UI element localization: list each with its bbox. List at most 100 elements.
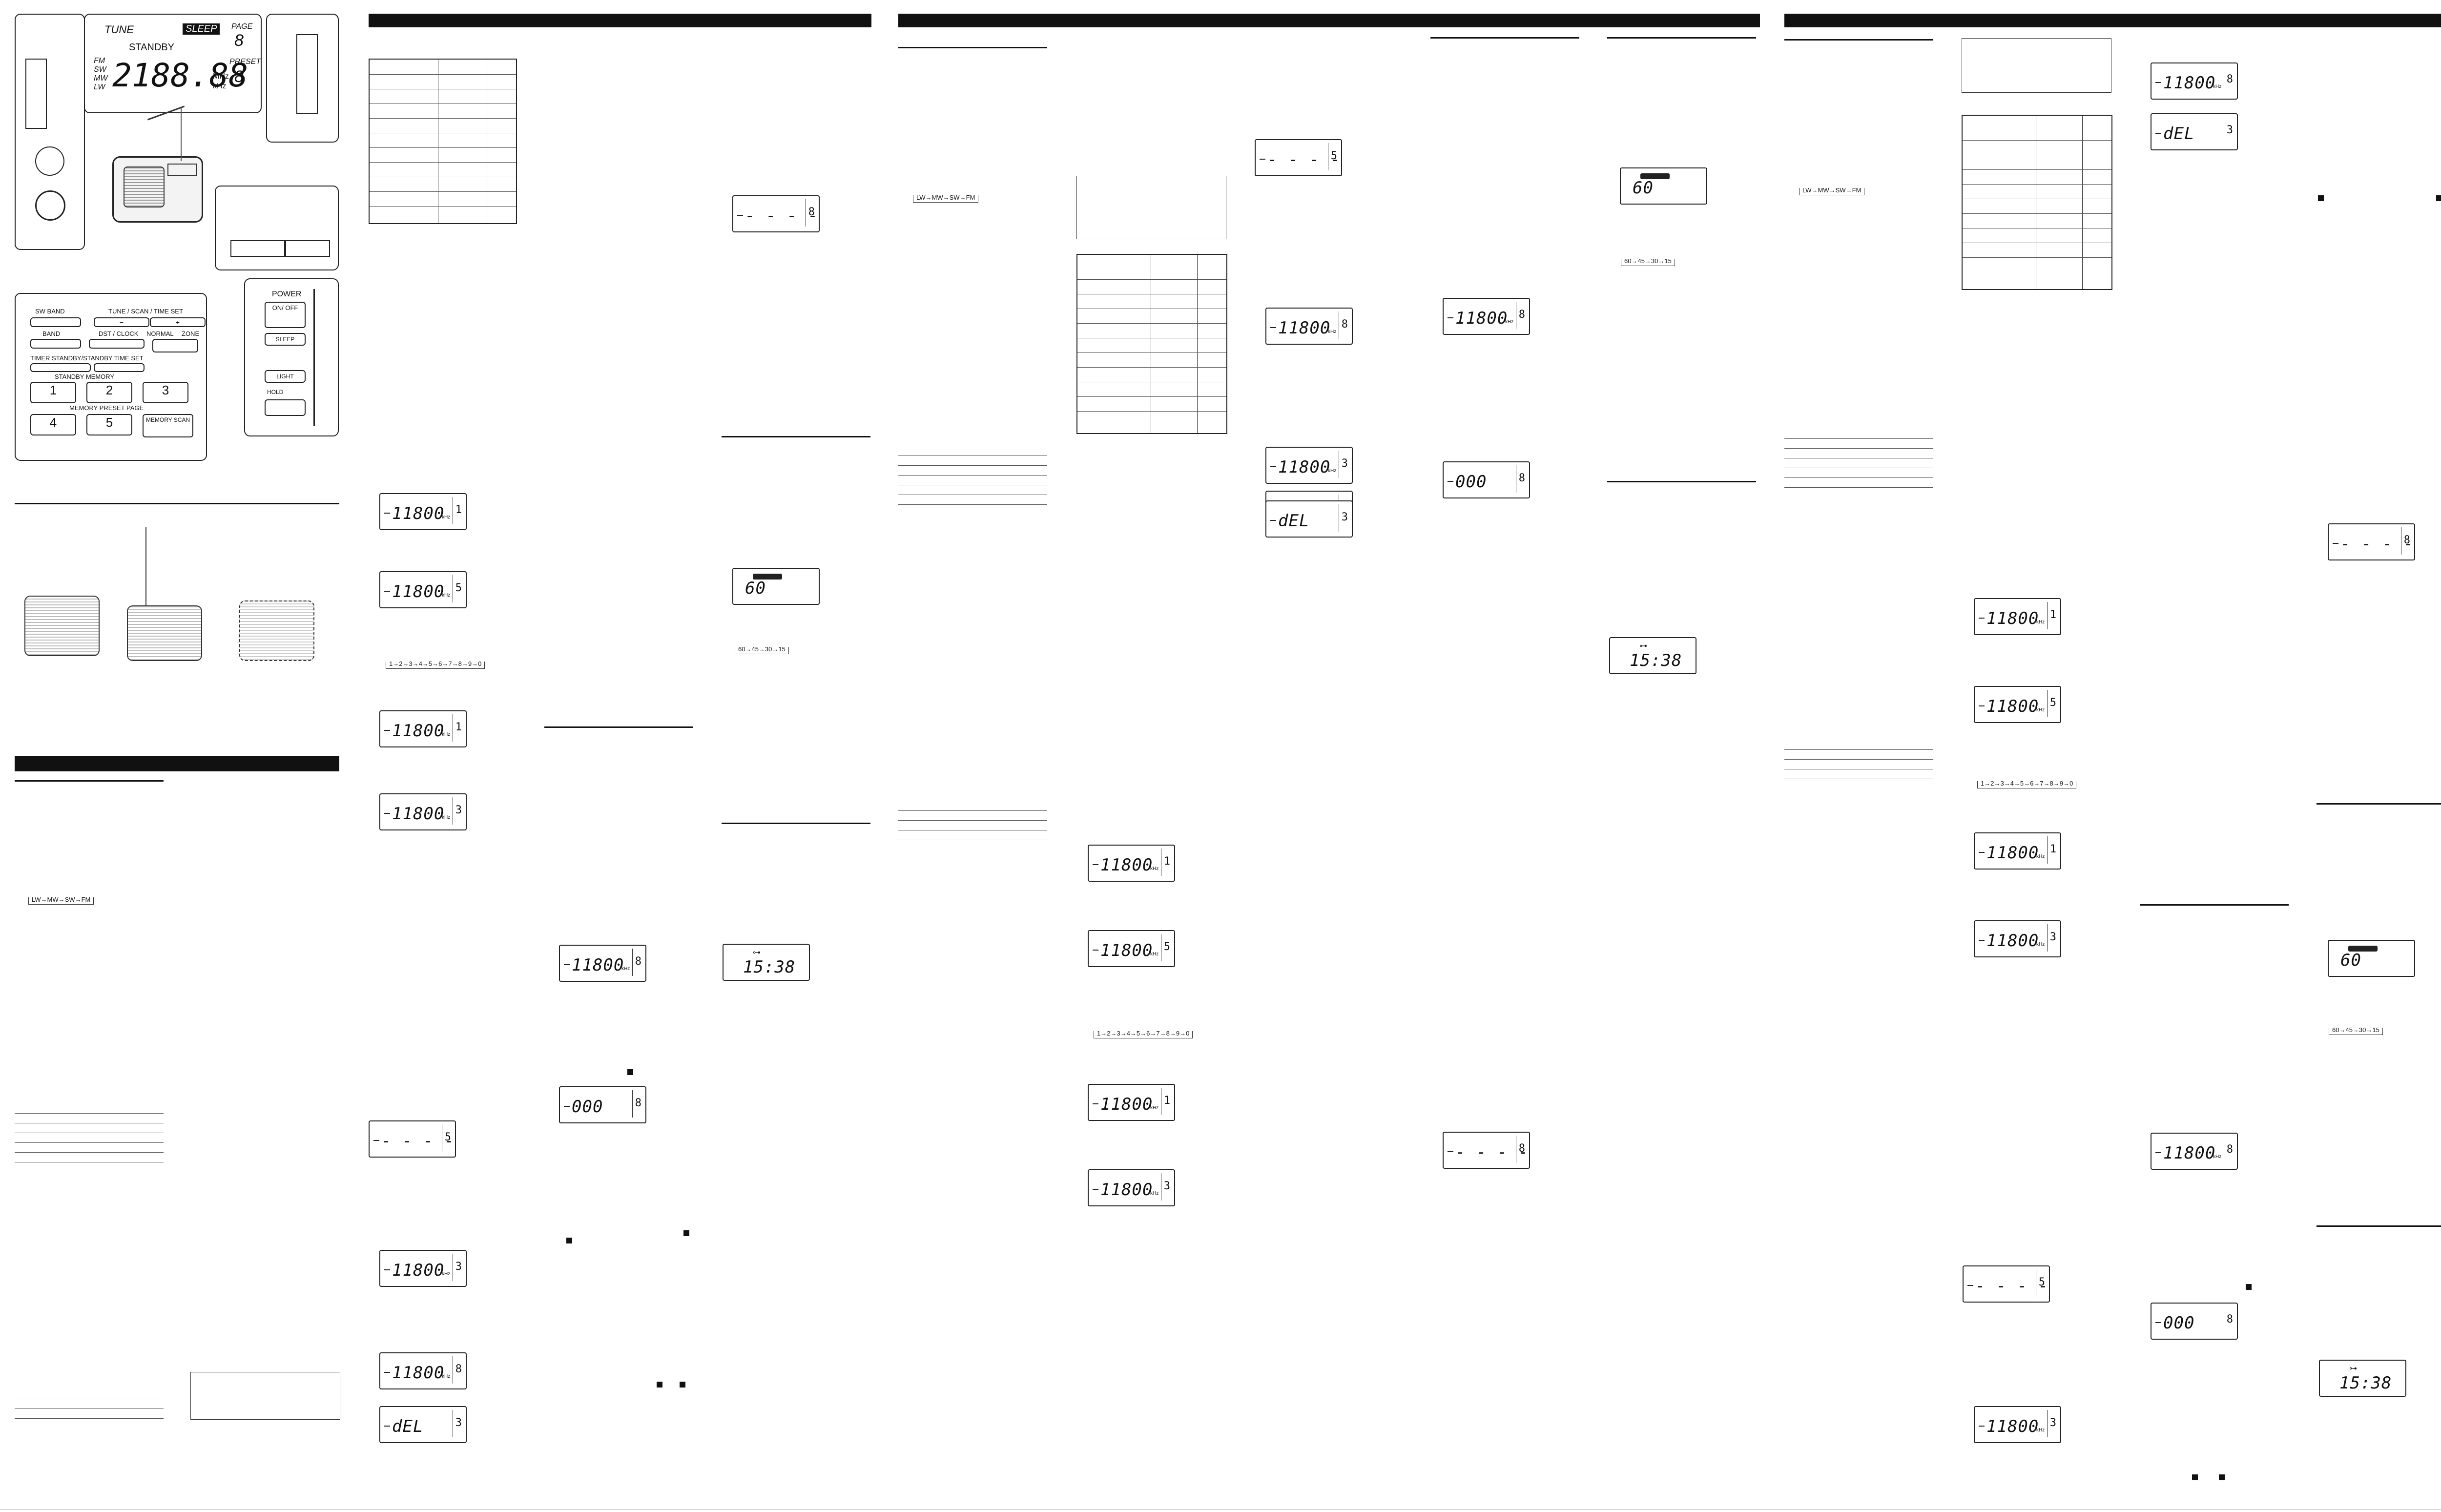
sleep-sequence: 60→45→30→15 xyxy=(735,646,789,654)
lcd-dashes-6: - - - -8 xyxy=(2328,523,2415,560)
band-sequence: LW→MW→SW→FM xyxy=(28,896,94,905)
hold-label: HOLD xyxy=(267,389,284,395)
sleep-label: SLEEP xyxy=(183,23,220,35)
lcd-dashes-3: - - - -5 xyxy=(1255,139,1342,176)
band-lw: LW xyxy=(94,83,105,91)
side-jacks-callout xyxy=(15,14,85,250)
side-switch-callout xyxy=(266,14,339,143)
preset-5-button[interactable]: 5 xyxy=(86,414,132,435)
preset-4-button[interactable]: 4 xyxy=(30,414,76,435)
band-sequence-2: LW→MW→SW→FM xyxy=(913,194,979,203)
tune-plus-button[interactable]: + xyxy=(150,317,206,327)
normal-label: NORMAL xyxy=(146,330,174,337)
dst-button[interactable] xyxy=(89,339,145,349)
tune-label: TUNE xyxy=(104,23,134,36)
note-box-2 xyxy=(1076,176,1226,239)
lcd-sleep-60: 60 xyxy=(732,568,820,605)
header-bar xyxy=(15,756,339,771)
preset-sequence-2: 1→2→3→4→5→6→7→8→9→0 xyxy=(1094,1030,1193,1038)
preset-digit: 8 xyxy=(234,67,244,86)
sw-band-label: SW BAND xyxy=(35,308,65,315)
memory-preset-page-label: MEMORY PRESET PAGE xyxy=(69,404,144,412)
page-digit: 8 xyxy=(234,31,244,50)
preset-1-button[interactable]: 1 xyxy=(30,382,76,403)
light-button[interactable]: LIGHT xyxy=(265,370,306,383)
header-bar-3 xyxy=(898,14,1760,27)
lcd-dashes-4: - - - -8 xyxy=(1443,1132,1530,1169)
sw-band-button[interactable] xyxy=(30,317,81,327)
sleep-sequence-3: 60→45→30→15 xyxy=(2329,1027,2383,1035)
preset-3-button[interactable]: 3 xyxy=(143,382,188,403)
preset-2-button[interactable]: 2 xyxy=(86,382,132,403)
power-panel: POWER ON/ OFF SLEEP LIGHT HOLD xyxy=(244,278,339,436)
band-mw: MW xyxy=(94,74,108,83)
preset-sequence: 1→2→3→4→5→6→7→8→9→0 xyxy=(386,661,485,669)
lcd-clock-3: ⊶15:38 xyxy=(2319,1360,2406,1397)
page-label: PAGE xyxy=(231,22,253,31)
hold-switch[interactable] xyxy=(265,399,306,416)
antenna-illustration-3 xyxy=(239,601,314,661)
standby-label: STANDBY xyxy=(129,42,174,53)
header-bar-2 xyxy=(369,14,871,27)
lcd-sleep-60c: 60 xyxy=(2328,940,2415,977)
section-rule xyxy=(15,503,339,504)
spec-table xyxy=(369,59,517,224)
lcd-clock: ⊶15:38 xyxy=(723,944,810,981)
band-sw: SW xyxy=(94,65,106,74)
rear-callout xyxy=(215,186,339,270)
note-box-3 xyxy=(1962,38,2111,93)
timer-button[interactable] xyxy=(30,363,91,372)
control-panel: SW BAND TUNE / SCAN / TIME SET − + BAND … xyxy=(15,293,207,461)
sleep-button[interactable]: SLEEP xyxy=(265,333,306,346)
band-button[interactable] xyxy=(30,339,81,349)
unit-khz: kHz xyxy=(213,82,227,90)
band-label: BAND xyxy=(42,330,61,337)
note-box xyxy=(190,1372,340,1420)
tune-minus-button[interactable]: − xyxy=(94,317,149,327)
lcd-dashes-5: - - - -5 xyxy=(1963,1265,2050,1303)
antenna-illustration-1 xyxy=(24,596,100,656)
band-sequence-3: LW→MW→SW→FM xyxy=(1799,187,1865,195)
spec-table-2 xyxy=(1076,254,1227,434)
timer-label: TIMER STANDBY/STANDBY TIME SET xyxy=(30,354,144,362)
header-bar-4 xyxy=(1784,14,2441,27)
lcd-dashes-2: - - - -8 xyxy=(732,195,820,232)
unit-mhz: MHz xyxy=(213,72,229,81)
band-fm: FM xyxy=(94,57,105,65)
standby-button[interactable] xyxy=(94,363,145,372)
power-label: POWER xyxy=(272,290,302,298)
zone-switch[interactable] xyxy=(152,339,198,352)
power-button[interactable]: ON/ OFF xyxy=(265,302,306,328)
freq-readout: 2188.88 xyxy=(112,57,248,94)
standby-memory-label: STANDBY MEMORY xyxy=(55,373,115,380)
tune-scan-label: TUNE / SCAN / TIME SET xyxy=(108,308,183,315)
memory-scan-button[interactable]: MEMORY SCAN xyxy=(143,414,193,437)
zone-label: ZONE xyxy=(182,330,200,337)
lcd-dashes: - - - -5 xyxy=(369,1120,456,1158)
lcd-clock-2: ⊶15:38 xyxy=(1609,637,1696,674)
